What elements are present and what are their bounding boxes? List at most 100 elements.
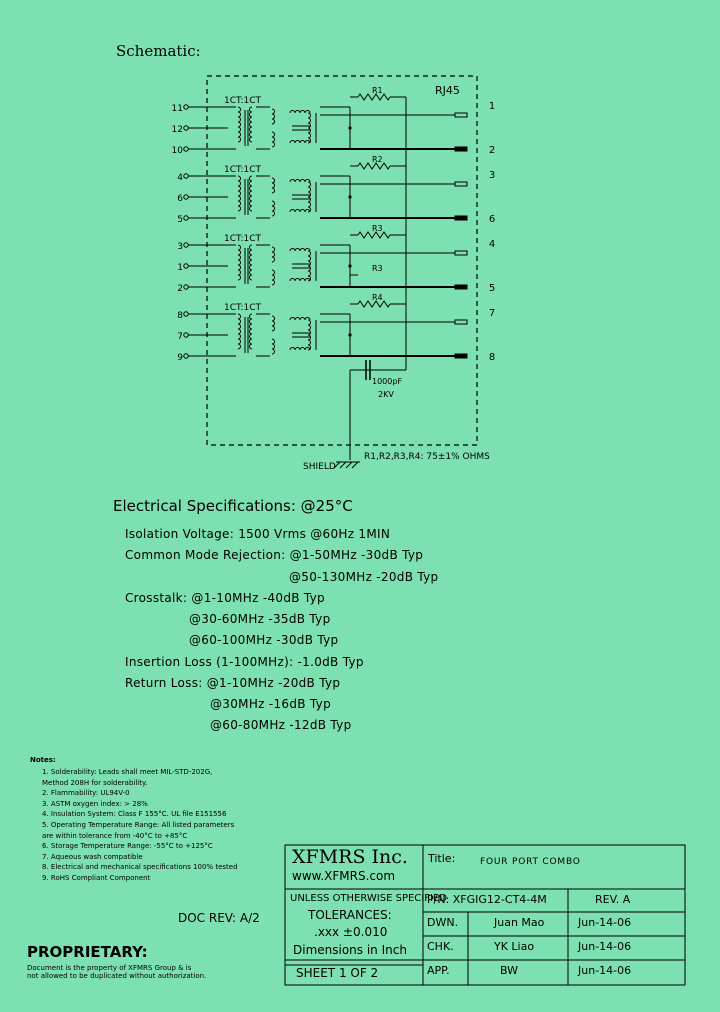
note-item: Method 208H for solderability. (42, 778, 148, 787)
capacitor-value: 1000pF (372, 377, 402, 386)
junction-dot (348, 195, 352, 199)
transformer-coil (307, 319, 311, 351)
output-pin-label: 1 (489, 101, 495, 112)
spec-line: @60-100MHz -30dB Typ (189, 633, 339, 647)
choke-coil (289, 179, 311, 183)
spec-line: Return Loss: @1-10MHz -20dB Typ (125, 676, 341, 690)
transformer-coil (237, 175, 241, 212)
proprietary-line-2: not allowed to be duplicated without aut… (27, 972, 207, 980)
ratio-label: 1CT:1CT (224, 234, 262, 244)
connector-label: RJ45 (435, 84, 460, 97)
ratio-label: 1CT:1CT (224, 165, 262, 175)
spec-line: Crosstalk: @1-10MHz -40dB Typ (125, 591, 325, 605)
choke-coil (289, 248, 311, 252)
spec-line: Isolation Voltage: 1500 Vrms @60Hz 1MIN (125, 527, 391, 541)
input-pin-label: 1 (177, 263, 183, 273)
input-pin-label: 7 (177, 332, 183, 342)
input-pin-label: 11 (172, 104, 183, 114)
pin-terminal (183, 353, 189, 359)
choke-coil (289, 317, 311, 321)
transformer-coil (249, 106, 253, 143)
ground-symbol (339, 461, 347, 469)
rj45-pad (454, 181, 468, 187)
resistor (357, 231, 391, 239)
input-pin-label: 10 (172, 146, 184, 156)
spec-line: Common Mode Rejection: @1-50MHz -30dB Ty… (125, 548, 424, 562)
transformer-coil (307, 181, 311, 213)
proprietary-title: PROPRIETARY: (27, 943, 148, 961)
module-outline (206, 75, 478, 446)
rj45-pad (454, 215, 468, 221)
output-pin-label: 3 (489, 170, 495, 181)
transformer-coil (307, 250, 311, 282)
output-pin-label: 5 (489, 283, 495, 294)
resistor-note: R1,R2,R3,R4: 75±1% OHMS (364, 452, 490, 462)
tolerance-line-4: Dimensions in Inch (293, 943, 407, 957)
note-item: 6. Storage Temperature Range: -55°C to +… (42, 842, 213, 851)
input-pin-label: 8 (177, 311, 183, 321)
note-item: 2. Flammability: UL94V-0 (42, 789, 130, 798)
choke-coil (271, 269, 275, 286)
transformer-coil (249, 175, 253, 212)
app-name: BW (500, 964, 519, 977)
chk-label: CHK. (427, 940, 454, 953)
ratio-label: 1CT:1CT (224, 96, 262, 106)
schematic-title: Schematic: (116, 42, 201, 60)
choke-coil (271, 338, 275, 355)
sheet-number: SHEET 1 OF 2 (296, 966, 379, 980)
note-item: 5. Operating Temperature Range: All list… (42, 821, 235, 829)
resistor (357, 93, 391, 101)
chk-name: YK Liao (494, 940, 535, 953)
note-item: are within tolerance from -40°C to +85°C (42, 831, 188, 840)
pin-terminal (183, 194, 189, 200)
company-website: www.XFMRS.com (292, 869, 396, 883)
spec-line: @50-130MHz -20dB Typ (289, 570, 439, 584)
note-item: 8. Electrical and mechanical specificati… (42, 863, 238, 872)
title-value: FOUR PORT COMBO (480, 857, 581, 867)
dwn-date: Jun-14-06 (578, 916, 632, 929)
output-pin-label: 6 (489, 214, 495, 225)
rj45-pad (454, 319, 468, 325)
pin-terminal (183, 332, 189, 338)
choke-coil (289, 278, 311, 282)
ground-symbol (333, 461, 341, 469)
tolerance-line-3: .xxx ±0.010 (314, 925, 388, 939)
doc-rev: DOC REV: A/2 (178, 911, 260, 925)
resistor-label: R1 (372, 86, 383, 95)
pin-terminal (183, 263, 189, 269)
transformer-coil (249, 313, 253, 350)
rj45-pad (454, 250, 468, 256)
choke-coil (271, 246, 275, 263)
resistor-label: R3 (372, 264, 383, 273)
pin-terminal (183, 242, 189, 248)
input-pin-label: 6 (177, 194, 183, 204)
part-number: P/N: XFGIG12-CT4-4M (427, 893, 547, 906)
pin-terminal (183, 284, 189, 290)
rj45-pad (454, 112, 468, 118)
output-pin-label: 8 (489, 352, 495, 363)
transformer-coil (237, 106, 241, 143)
resistor-label: R4 (372, 293, 383, 302)
spec-line: @30-60MHz -35dB Typ (189, 612, 331, 626)
pin-terminal (183, 125, 189, 131)
note-item: 1. Solderability: Leads shall meet MIL-S… (42, 768, 213, 776)
pin-terminal (183, 311, 189, 317)
choke-coil (271, 131, 275, 148)
note-item: 9. RoHS Compliant Component (42, 874, 151, 882)
resistor (357, 162, 391, 170)
rj45-pad (454, 146, 468, 152)
note-item: 7. Aqueous wash compatible (42, 852, 143, 861)
spec-line: @60-80MHz -12dB Typ (210, 718, 352, 732)
choke-coil (289, 110, 311, 114)
transformer-coil (237, 244, 241, 281)
choke-coil (271, 200, 275, 217)
rj45-pad (454, 284, 468, 290)
ground-symbol (351, 461, 359, 469)
transformer-coil (307, 112, 311, 144)
pin-terminal (183, 173, 189, 179)
rj45-pad (454, 353, 468, 359)
ratio-label: 1CT:1CT (224, 303, 262, 313)
junction-dot (348, 264, 352, 268)
pin-terminal (183, 104, 189, 110)
schematic-diagram: RJ451CT:1CT111210R1121CT:1CT465R2361CT:1… (172, 75, 495, 472)
